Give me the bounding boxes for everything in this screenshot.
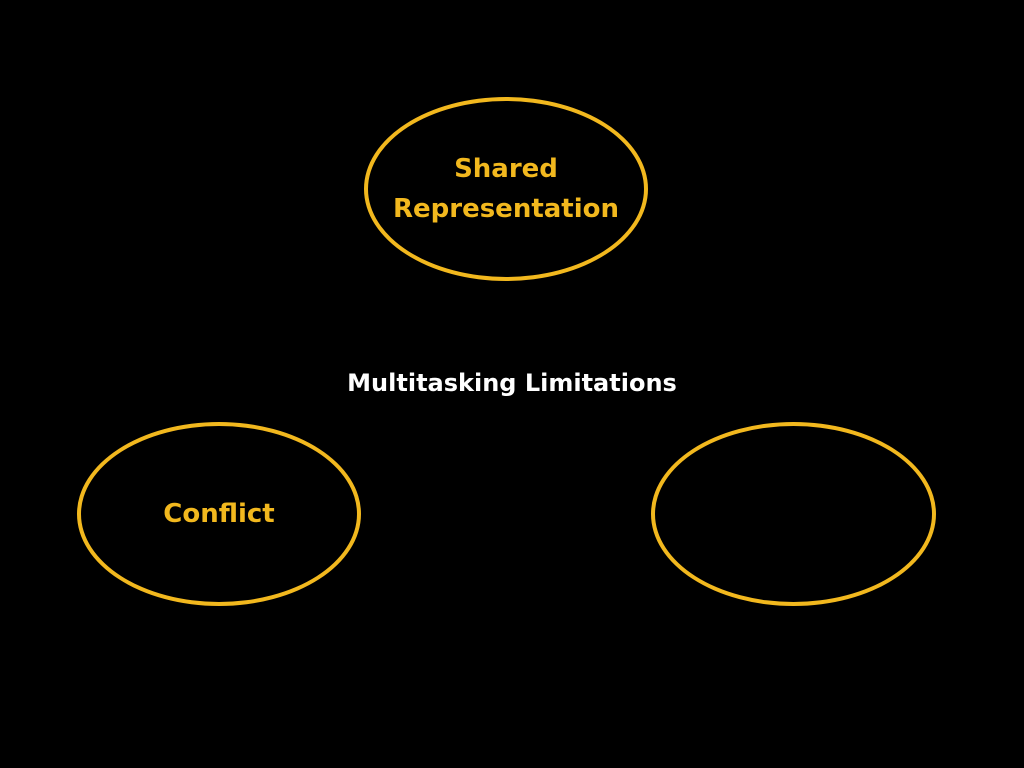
shared-representation-node: Shared Representation — [364, 97, 648, 281]
shared-representation-label: Shared Representation — [393, 149, 619, 229]
diagram-center-title: Multitasking Limitations — [347, 369, 677, 397]
conflict-node: Conflict — [77, 422, 361, 606]
shared-label-line1: Shared — [454, 154, 558, 184]
empty-node — [651, 422, 936, 606]
conflict-label: Conflict — [163, 499, 275, 529]
shared-label-line2: Representation — [392, 194, 620, 224]
